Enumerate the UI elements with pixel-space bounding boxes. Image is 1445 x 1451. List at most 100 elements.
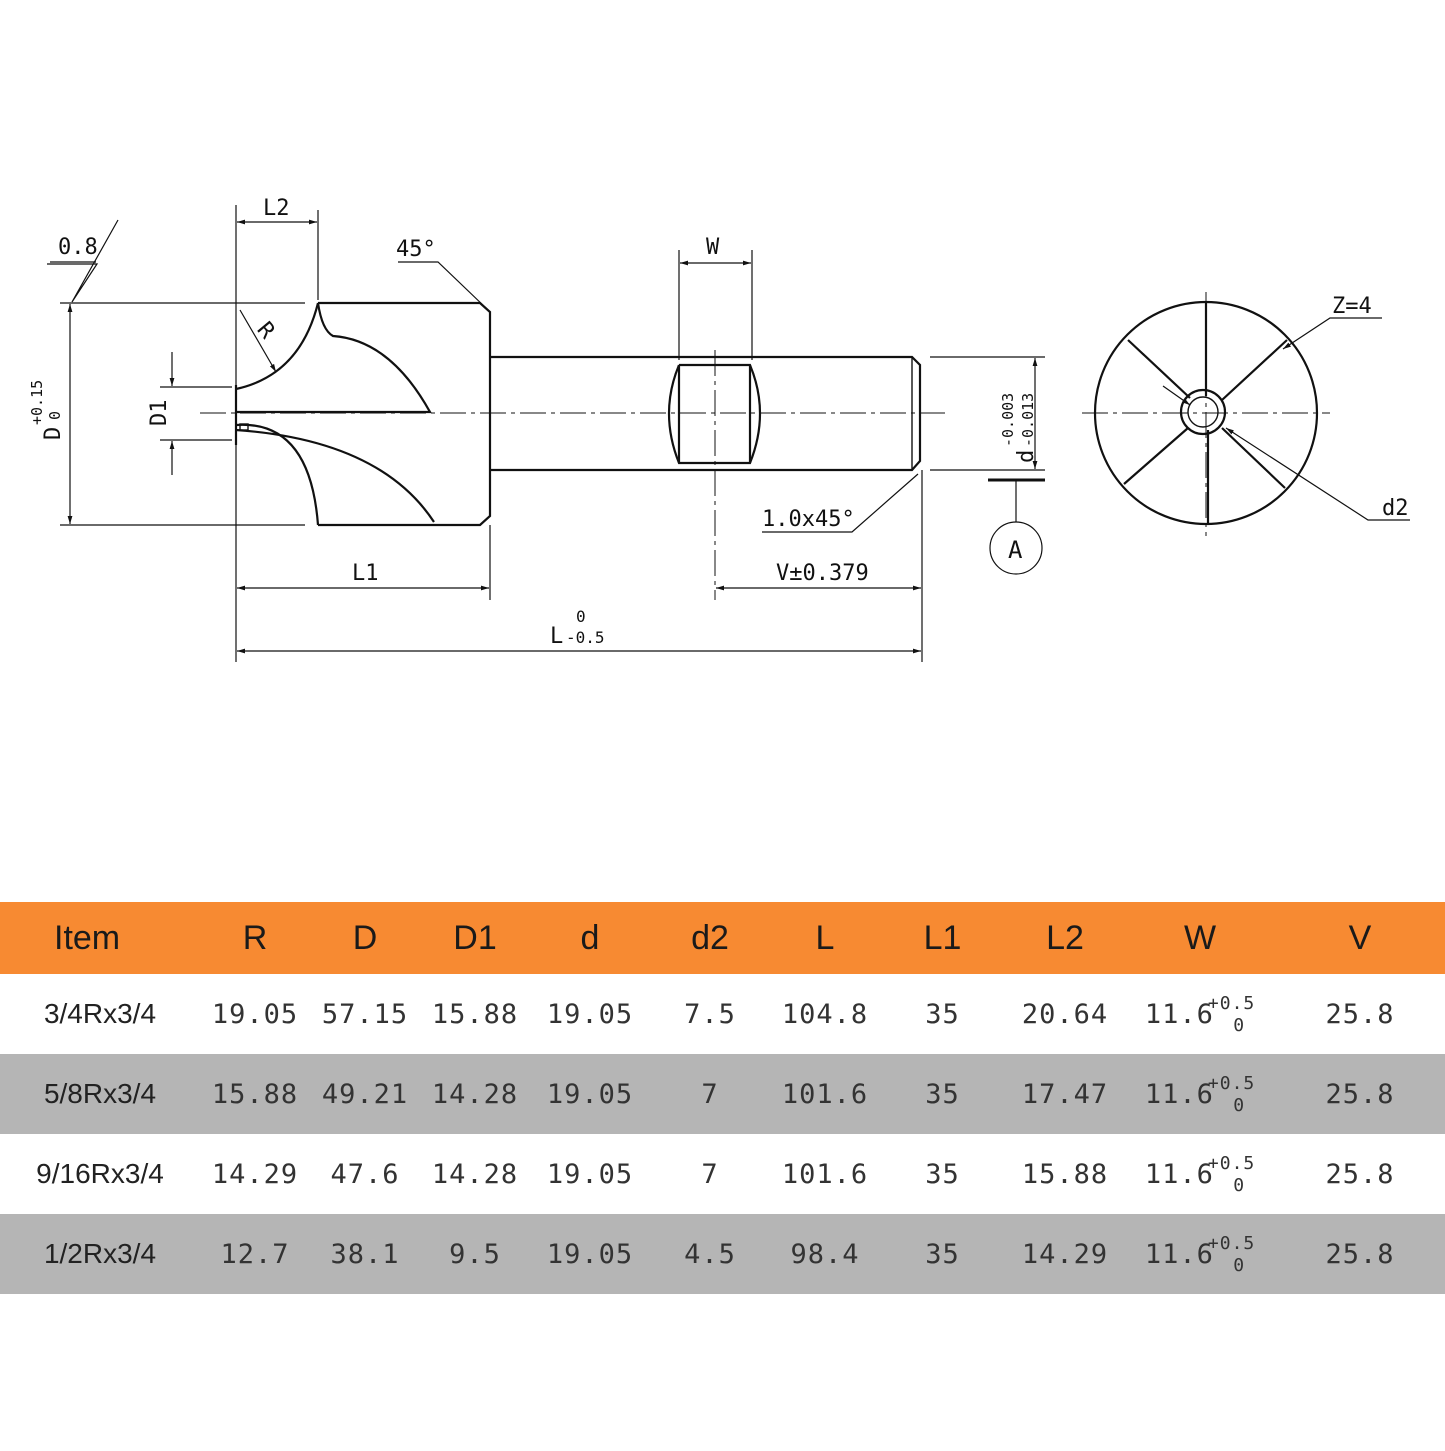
table-row: 1/2Rx3/4 12.7 38.1 9.5 19.05 4.5 98.4 35… (0, 1214, 1445, 1294)
label-l-tol-lower: -0.5 (566, 628, 605, 647)
label-d2: d2 (1382, 496, 1409, 521)
header-item: Item (0, 902, 200, 974)
dimension-labels: 0.8 L2 45° W R Z=4 d2 1.0x45° A L1 V±0.3… (28, 196, 1409, 649)
label-l1: L1 (352, 561, 379, 586)
label-l2: L2 (263, 196, 290, 221)
cell-v: 25.8 (1325, 998, 1395, 1030)
w-tol-lower: 0 (1233, 1174, 1246, 1196)
table-header-row: Item R D D1 d d2 L L1 L2 W V (0, 902, 1445, 974)
label-angle-45: 45° (396, 237, 436, 262)
cell-d-shank: 19.05 (530, 1214, 650, 1294)
cell-l1: 35 (880, 1054, 1005, 1134)
label-l: L (550, 624, 563, 649)
cell-w: 11.6+0.50 (1125, 974, 1275, 1054)
cell-d-shank: 19.05 (546, 1158, 634, 1190)
cell-d1: 15.88 (431, 998, 519, 1030)
label-d-tol-upper: +0.15 (28, 380, 46, 425)
technical-drawing: 0.8 L2 45° W R Z=4 d2 1.0x45° A L1 V±0.3… (28, 196, 1410, 662)
cell-w-value: 11.6 (1144, 1238, 1214, 1270)
cell-l2: 15.88 (1021, 1158, 1109, 1190)
cell-d1: 14.28 (420, 1054, 530, 1134)
cell-d: 49.21 (310, 1054, 420, 1134)
header-l2: L2 (1005, 902, 1125, 974)
label-z: Z=4 (1332, 294, 1372, 319)
label-d1: D1 (147, 400, 172, 427)
spec-table: Item R D D1 d d2 L L1 L2 W V 3/4Rx3/4 19… (0, 902, 1445, 1294)
label-chamfer: 1.0x45° (762, 507, 855, 532)
w-tol-lower: 0 (1233, 1094, 1246, 1116)
cell-item: 5/8Rx3/4 (0, 1054, 200, 1134)
cell-l: 101.6 (770, 1054, 880, 1134)
cell-l1: 35 (925, 1158, 960, 1190)
cell-r: 15.88 (200, 1054, 310, 1134)
cell-d2: 4.5 (650, 1214, 770, 1294)
table-row: 3/4Rx3/4 19.05 57.15 15.88 19.05 7.5 104… (0, 974, 1445, 1054)
cell-l2: 17.47 (1005, 1054, 1125, 1134)
label-d-shank-tol-lower: -0.013 (1019, 393, 1037, 447)
cell-v: 25.8 (1275, 1214, 1445, 1294)
header-d2: d2 (650, 902, 770, 974)
dimension-lines (47, 205, 1410, 662)
w-tol-upper: +0.5 (1207, 1232, 1256, 1254)
cell-d: 47.6 (330, 1158, 400, 1190)
cell-r: 19.05 (211, 998, 299, 1030)
cell-item: 3/4Rx3/4 (43, 998, 157, 1029)
table-row: 5/8Rx3/4 15.88 49.21 14.28 19.05 7 101.6… (0, 1054, 1445, 1134)
cell-d2: 7 (701, 1158, 719, 1190)
cell-v: 25.8 (1325, 1158, 1395, 1190)
cell-d1: 14.28 (431, 1158, 519, 1190)
w-tol-upper: +0.5 (1207, 1152, 1256, 1174)
centerline-side (200, 292, 1330, 600)
cell-d: 38.1 (310, 1214, 420, 1294)
w-tol-lower: 0 (1233, 1254, 1246, 1276)
cutter-end-view (1093, 300, 1319, 526)
cell-w-value: 11.6 (1144, 1078, 1214, 1110)
cell-w: 11.6+0.50 (1125, 1134, 1275, 1214)
cell-l2: 20.64 (1021, 998, 1109, 1030)
w-tol-lower: 0 (1233, 1014, 1246, 1036)
label-w: W (706, 235, 720, 260)
cell-l1: 35 (880, 1214, 1005, 1294)
cell-l2: 14.29 (1005, 1214, 1125, 1294)
header-l: L (770, 902, 880, 974)
header-d1: D1 (420, 902, 530, 974)
cell-d-shank: 19.05 (530, 1054, 650, 1134)
cell-l: 98.4 (770, 1214, 880, 1294)
cell-d1: 9.5 (420, 1214, 530, 1294)
w-tol-upper: +0.5 (1207, 1072, 1256, 1094)
label-r: R (252, 318, 280, 345)
cell-r: 12.7 (200, 1214, 310, 1294)
cell-w: 11.6+0.50 (1125, 1054, 1275, 1134)
cell-item: 9/16Rx3/4 (36, 1158, 164, 1189)
label-v: V±0.379 (776, 561, 869, 586)
cell-d2: 7.5 (684, 998, 736, 1030)
label-d-shank: d (1014, 450, 1039, 463)
header-d: D (310, 902, 420, 974)
cell-l: 104.8 (781, 998, 869, 1030)
label-d-major: D (41, 427, 66, 440)
table-row: 9/16Rx3/4 14.29 47.6 14.28 19.05 7 101.6… (0, 1134, 1445, 1214)
label-l-tol-upper: 0 (576, 607, 586, 626)
cell-d2: 7 (650, 1054, 770, 1134)
header-d-shank: d (530, 902, 650, 974)
cutter-side-view (234, 301, 922, 527)
header-l1: L1 (880, 902, 1005, 974)
cell-w: 11.6+0.50 (1125, 1214, 1275, 1294)
cell-w-value: 11.6 (1144, 998, 1214, 1030)
cell-l1: 35 (925, 998, 960, 1030)
cell-w-value: 11.6 (1144, 1158, 1214, 1190)
label-datum-a: A (1008, 536, 1023, 564)
cell-l: 101.6 (781, 1158, 869, 1190)
header-v: V (1275, 902, 1445, 974)
label-d-shank-tol-upper: -0.003 (999, 393, 1017, 447)
cell-v: 25.8 (1275, 1054, 1445, 1134)
header-w: W (1125, 902, 1275, 974)
w-tol-upper: +0.5 (1207, 992, 1256, 1014)
surface-finish-label: 0.8 (58, 235, 98, 260)
cell-d: 57.15 (321, 998, 409, 1030)
header-r: R (200, 902, 310, 974)
cell-d-shank: 19.05 (546, 998, 634, 1030)
cell-item: 1/2Rx3/4 (0, 1214, 200, 1294)
cell-r: 14.29 (211, 1158, 299, 1190)
label-d-tol-lower: 0 (46, 411, 64, 420)
